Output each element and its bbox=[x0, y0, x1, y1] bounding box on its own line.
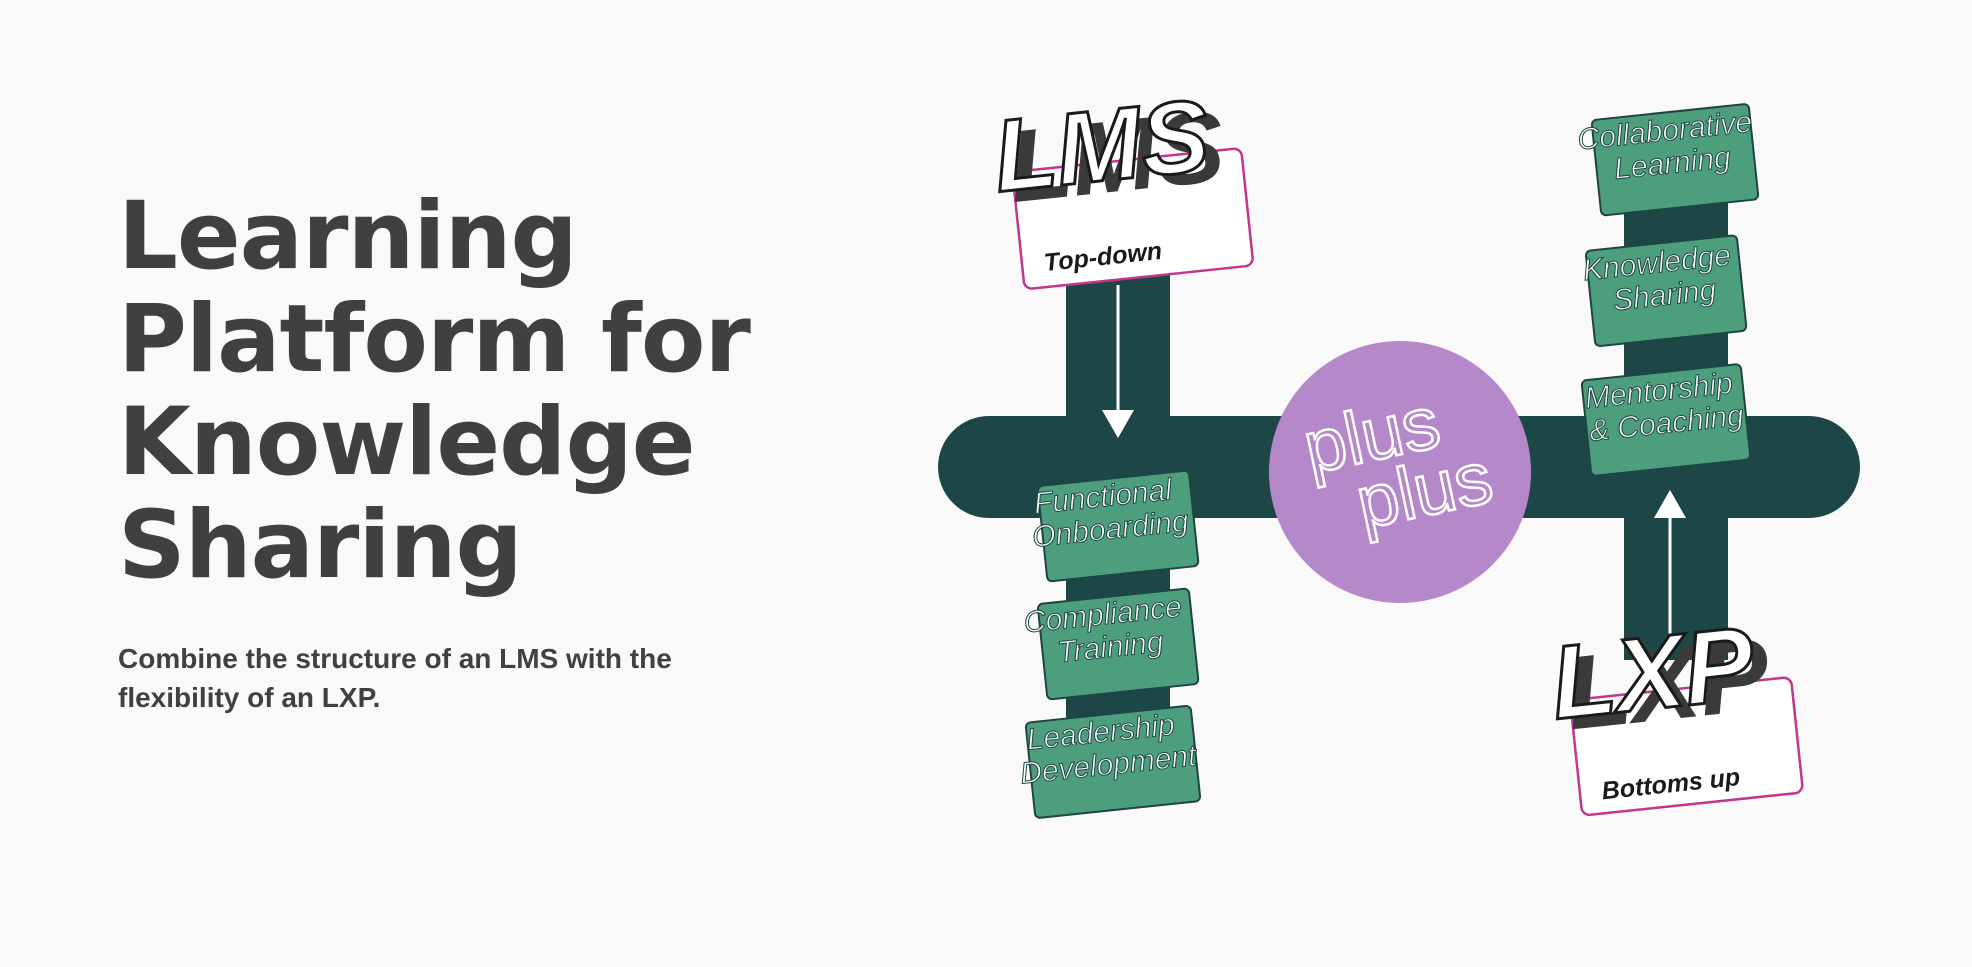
right-tag-collaborative-learning: Collaborative Learning bbox=[1575, 103, 1760, 217]
lxp-label: LXP bbox=[1546, 605, 1760, 742]
plusplus-logo: plus plus bbox=[1269, 341, 1531, 603]
right-tag-knowledge-sharing: Knowledge Sharing bbox=[1581, 234, 1748, 347]
up-arrow-icon bbox=[1654, 490, 1686, 640]
hero-title-line: Sharing bbox=[118, 491, 523, 600]
hero-title-line: Knowledge bbox=[118, 388, 695, 497]
left-tag-leadership-development: Leadership Development bbox=[1018, 704, 1202, 819]
hero-title-line: Platform for bbox=[118, 285, 751, 394]
lms-card: Top-down LMS LMS bbox=[987, 76, 1254, 290]
right-tag-mentorship-coaching: Mentorship & Coaching bbox=[1580, 363, 1752, 477]
lxp-label-shadow: LXP bbox=[1561, 616, 1775, 753]
left-tag-compliance-training: Compliance Training bbox=[1022, 587, 1200, 701]
hero-title: Learning Platform for Knowledge Sharing bbox=[118, 185, 758, 597]
hero-title-line: Learning bbox=[118, 182, 578, 291]
lms-label-shadow: LMS bbox=[1004, 88, 1230, 224]
hero-subtitle: Combine the structure of an LMS with the… bbox=[118, 643, 672, 713]
hero-copy: Learning Platform for Knowledge Sharing … bbox=[118, 185, 758, 717]
left-tag-functional-onboarding: Functional Onboarding bbox=[1030, 469, 1200, 583]
lxp-card: Bottoms up LXP LXP bbox=[1544, 604, 1804, 817]
lms-label: LMS bbox=[988, 78, 1214, 214]
down-arrow-icon bbox=[1102, 285, 1134, 438]
